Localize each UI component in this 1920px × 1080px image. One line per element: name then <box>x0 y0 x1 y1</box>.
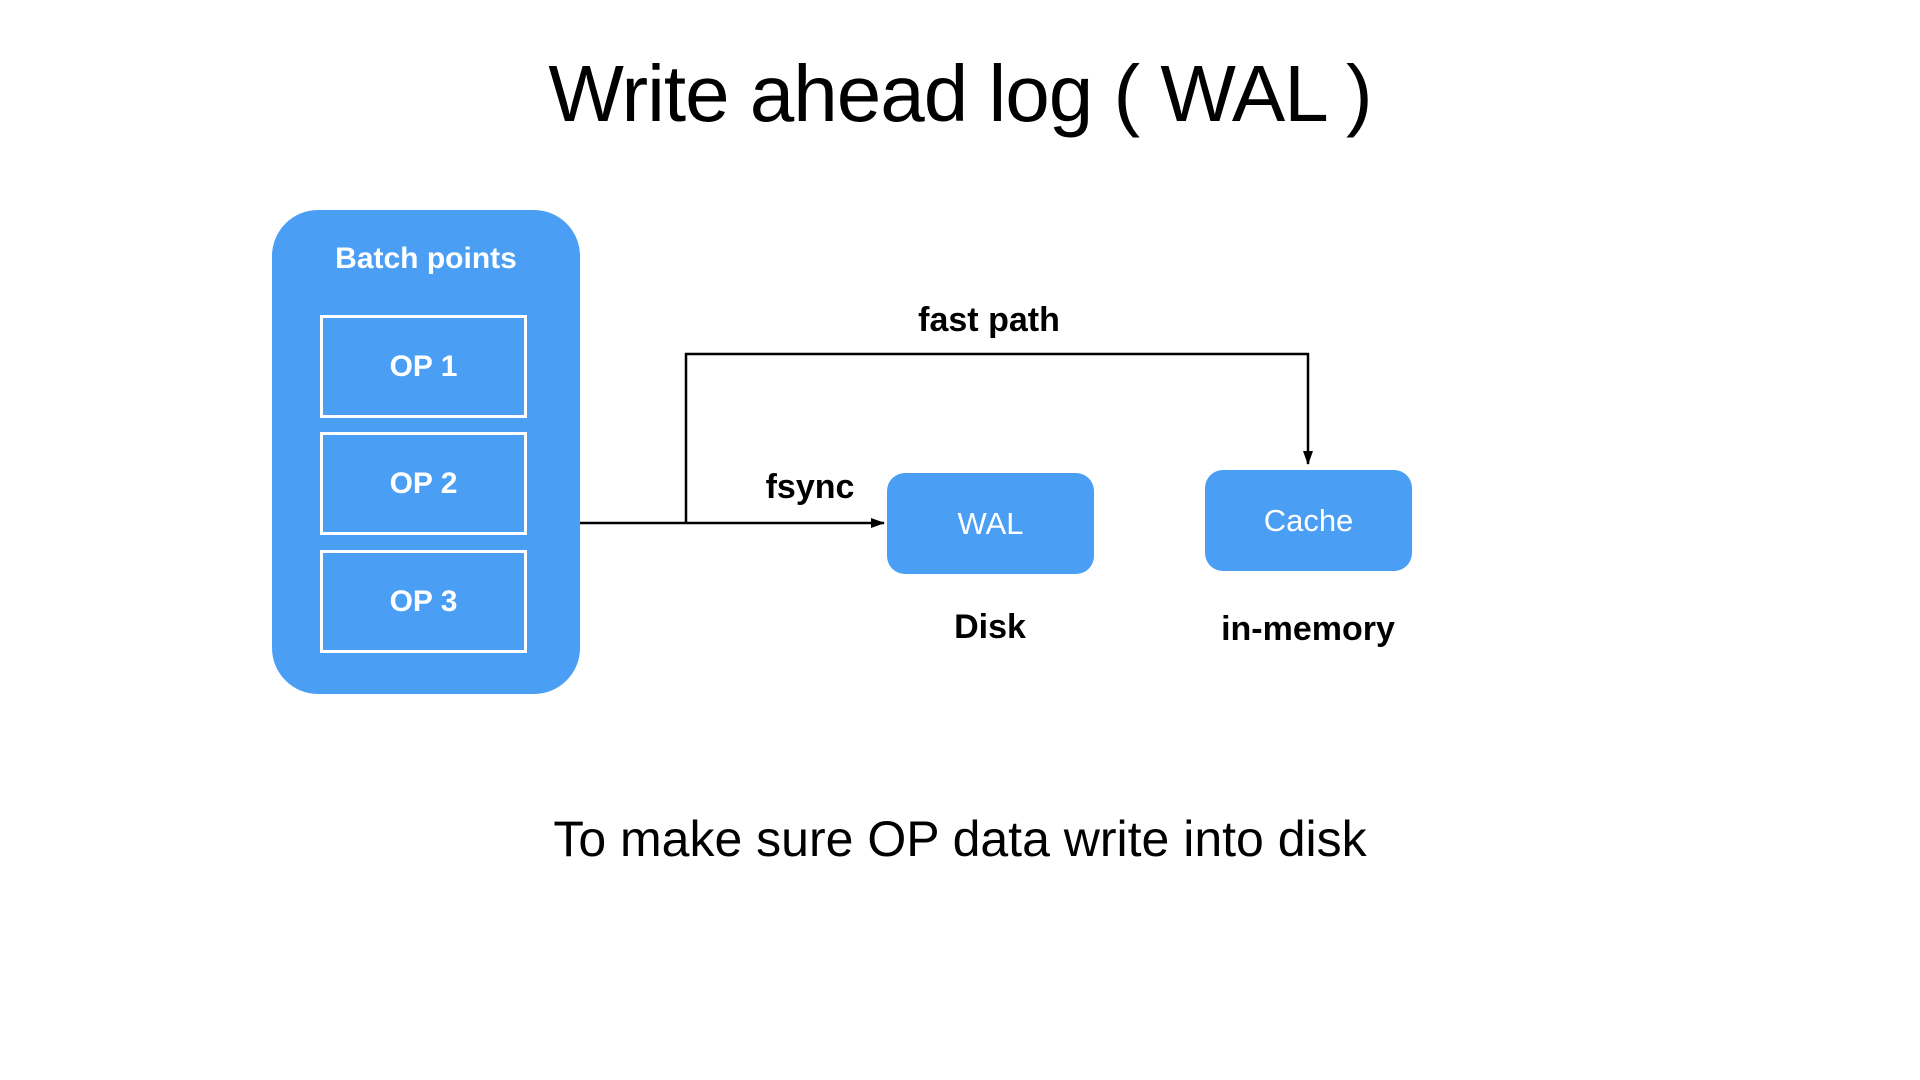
slide-caption: To make sure OP data write into disk <box>553 811 1367 867</box>
op-2-box: OP 2 <box>320 432 527 535</box>
batch-points-label: Batch points <box>335 242 517 275</box>
fsync-label: fsync <box>765 468 855 506</box>
fast-path-label: fast path <box>918 301 1060 339</box>
in-memory-label: in-memory <box>1221 610 1395 648</box>
wal-node: WAL <box>887 473 1094 574</box>
slide-title: Write ahead log ( WAL ) <box>548 49 1372 138</box>
cache-node: Cache <box>1205 470 1412 571</box>
disk-label: Disk <box>954 608 1026 646</box>
op-1-box: OP 1 <box>320 315 527 418</box>
op-3-box: OP 3 <box>320 550 527 653</box>
batch-points-group: Batch points OP 1 OP 2 OP 3 <box>272 210 580 694</box>
